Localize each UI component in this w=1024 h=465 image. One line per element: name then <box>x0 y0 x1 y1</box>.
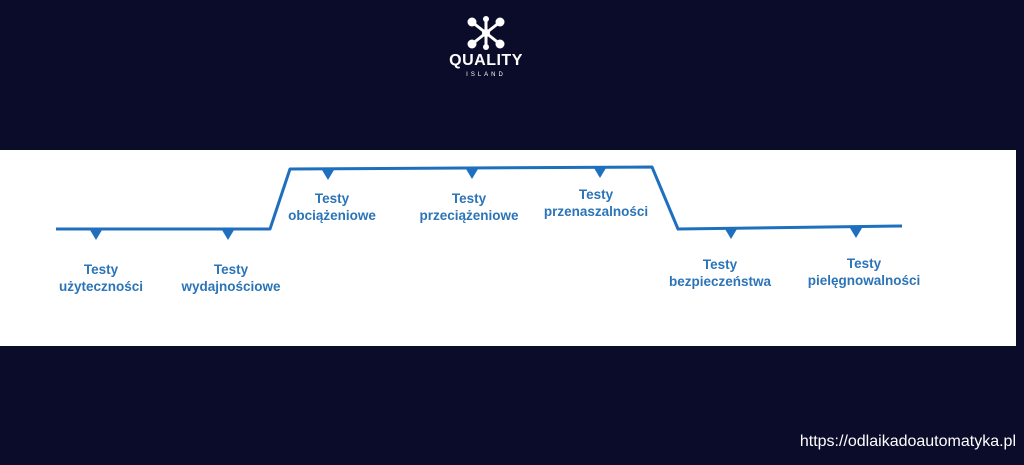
stage-label-line1: Testy <box>846 256 882 271</box>
stage-label-line1: Testy <box>578 187 614 202</box>
stage-label-line2: przenaszalności <box>543 204 649 219</box>
logo-wordmark: QUALITY <box>449 52 523 69</box>
stage-marker-5 <box>594 168 606 178</box>
stage-label-line2: przeciążeniowe <box>419 208 519 223</box>
stage-label-stress: Testy przeciążeniowe <box>389 190 549 224</box>
stage-label-security: Testy bezpieczeństwa <box>640 256 800 290</box>
stage-label-line1: Testy <box>314 191 350 206</box>
quality-island-logo: QUALITY ISLAND <box>440 16 532 82</box>
stage-marker-4 <box>466 169 478 179</box>
stage-label-line1: Testy <box>702 257 738 272</box>
stage-label-maintainability: Testy pielęgnowalności <box>784 255 944 289</box>
stage-marker-1 <box>90 230 102 240</box>
stage-label-line2: bezpieczeństwa <box>668 274 772 289</box>
stage-label-line1: Testy <box>213 262 249 277</box>
stage-marker-3 <box>322 170 334 180</box>
stage-marker-6 <box>725 229 737 239</box>
testing-types-diagram: Testy użyteczności Testy wydajnościowe T… <box>0 150 1016 346</box>
stage-label-performance: Testy wydajnościowe <box>151 261 311 295</box>
stage-marker-7 <box>850 228 862 238</box>
molecule-network-icon <box>467 16 505 50</box>
stage-label-line2: użyteczności <box>58 279 144 294</box>
level-line <box>56 165 903 231</box>
stage-marker-2 <box>222 230 234 240</box>
stage-label-line1: Testy <box>451 191 487 206</box>
stage-label-line2: obciążeniowe <box>288 208 376 223</box>
stage-label-portability: Testy przenaszalności <box>516 186 676 220</box>
logo-subtitle: ISLAND <box>466 72 506 78</box>
source-url[interactable]: https://odlaikadoautomatyka.pl <box>799 433 1016 450</box>
stage-label-line2: pielęgnowalności <box>807 273 921 288</box>
stage-label-usability: Testy użyteczności <box>21 261 181 295</box>
stage-label-load: Testy obciążeniowe <box>252 190 412 224</box>
stage-label-line2: wydajnościowe <box>181 279 281 294</box>
stage-label-line1: Testy <box>83 262 119 277</box>
diagram-canvas <box>56 165 903 240</box>
